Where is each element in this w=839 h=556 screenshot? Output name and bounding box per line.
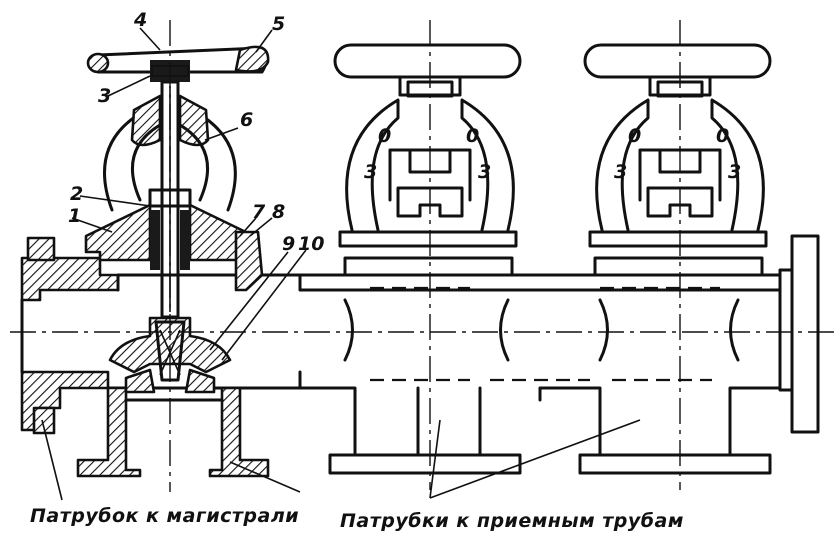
intake-flange-2 bbox=[578, 453, 772, 475]
valve-2 bbox=[333, 43, 522, 277]
pipe-hidden-lines bbox=[370, 286, 720, 382]
part-number-1: 1 bbox=[68, 205, 81, 227]
part-number-3: 3 bbox=[98, 85, 111, 107]
valve-3 bbox=[583, 43, 772, 277]
scale-open-v3-left: 0 bbox=[628, 125, 641, 147]
part-number-5: 5 bbox=[272, 13, 285, 35]
bonnet-flange-2 bbox=[338, 230, 518, 248]
valve-disc-core bbox=[154, 320, 186, 382]
part-number-8: 8 bbox=[272, 201, 285, 223]
position-scales: 0 3 0 3 0 3 0 3 bbox=[364, 125, 741, 183]
yoke-2-outer bbox=[345, 98, 515, 232]
caption-main-line-branch: Патрубок к магистрали bbox=[30, 505, 300, 527]
part-number-9: 9 bbox=[282, 233, 295, 255]
gland-flange-3 bbox=[646, 186, 714, 218]
center-lines bbox=[10, 20, 835, 492]
scale-open-v3-right: 0 bbox=[716, 125, 729, 147]
scale-closed-v3-right: 3 bbox=[728, 161, 741, 183]
handwheel-2 bbox=[333, 43, 522, 79]
yoke-inner bbox=[131, 123, 209, 202]
valve-disc-section bbox=[108, 316, 232, 374]
disc-cross bbox=[159, 329, 181, 376]
sectioned-valve bbox=[84, 45, 270, 394]
body-flange-2 bbox=[343, 256, 514, 277]
main-line-branch-section-right bbox=[208, 386, 270, 478]
scale-open-v2-right: 0 bbox=[466, 125, 479, 147]
bonnet-flange-3 bbox=[588, 230, 768, 248]
part-number-10: 10 bbox=[298, 233, 324, 255]
main-line-branch-section bbox=[76, 386, 142, 478]
part-number-4: 4 bbox=[133, 9, 147, 31]
handwheel-rim-left bbox=[86, 52, 110, 74]
handwheel-3 bbox=[583, 43, 772, 79]
gland-flange-2 bbox=[396, 186, 464, 218]
left-flange-upper bbox=[26, 236, 56, 262]
scale-closed-v3-left: 3 bbox=[614, 161, 627, 183]
right-end-flange bbox=[790, 234, 820, 434]
left-flange-lower bbox=[32, 406, 56, 435]
pipe-inner-arcs bbox=[343, 298, 740, 362]
yoke-right-section bbox=[178, 94, 210, 147]
handwheel-rim-right bbox=[234, 45, 270, 73]
body-neck-right bbox=[234, 230, 264, 292]
part-number-2: 2 bbox=[70, 183, 83, 205]
part-callouts: 1 2 3 4 5 6 7 8 9 10 bbox=[41, 9, 641, 501]
caption-intake-branches: Патрубки к приемным трубам bbox=[340, 510, 684, 532]
intake-flange-1 bbox=[328, 453, 522, 475]
bonnet-section-left bbox=[84, 203, 152, 262]
body-flange-3 bbox=[593, 256, 764, 277]
seat-ring-left bbox=[124, 368, 156, 394]
pipe-upper-contour bbox=[298, 273, 782, 292]
left-wall-bottom-section bbox=[20, 370, 110, 432]
packing-right bbox=[180, 210, 190, 270]
callout-leaders bbox=[41, 27, 641, 501]
main-pipe-outline bbox=[20, 273, 782, 457]
right-flange-neck bbox=[778, 268, 794, 392]
scale-closed-v2-right: 3 bbox=[478, 161, 491, 183]
scale-open-v2-left: 0 bbox=[378, 125, 391, 147]
manifold-body bbox=[20, 234, 820, 478]
part-number-6: 6 bbox=[240, 109, 253, 131]
yoke-3-outer bbox=[595, 98, 765, 232]
seat-ring-right bbox=[184, 368, 216, 394]
packing-left bbox=[150, 210, 160, 270]
left-wall-top-section bbox=[20, 256, 120, 302]
scale-closed-v2-left: 3 bbox=[364, 161, 377, 183]
part-number-7: 7 bbox=[252, 201, 266, 223]
yoke-left-section bbox=[130, 94, 162, 147]
